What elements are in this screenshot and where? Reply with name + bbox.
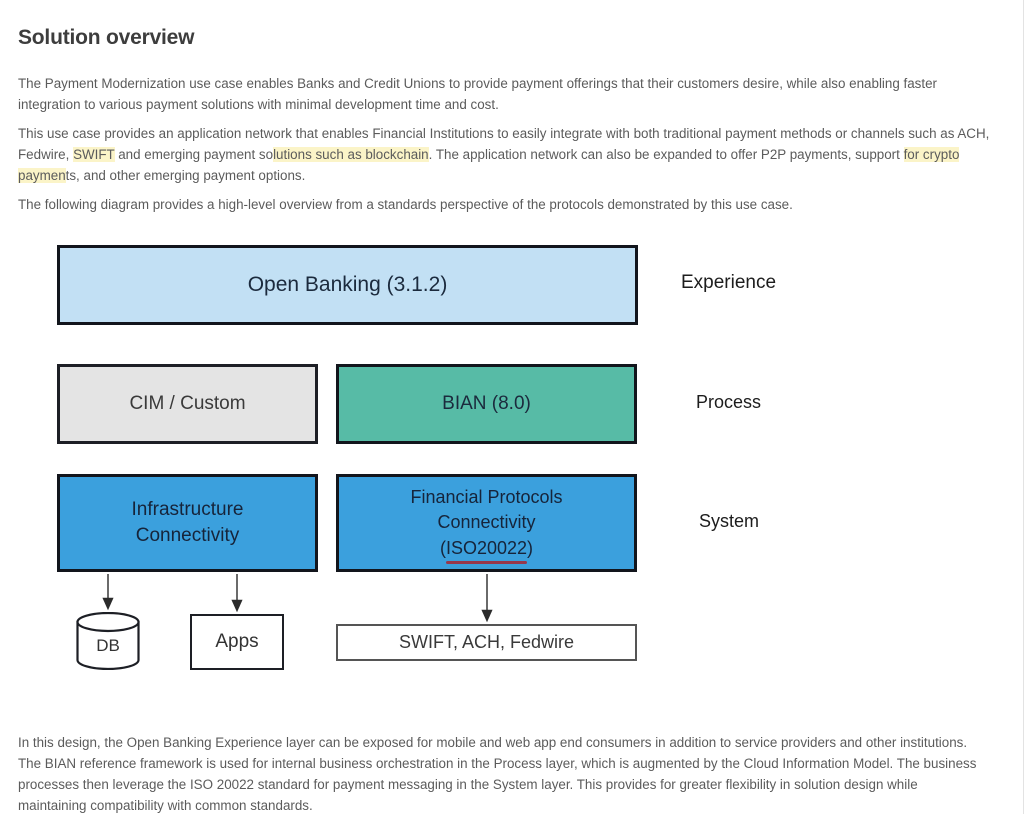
paragraph-usecase: This use case provides an application ne… <box>18 123 997 186</box>
node-infrastructure-line1: Infrastructure <box>131 498 244 520</box>
paragraph-intro: The Payment Modernization use case enabl… <box>18 76 937 113</box>
node-bian[interactable]: BIAN (8.0) <box>336 364 637 444</box>
node-financial-line1: Financial Protocols <box>410 486 563 507</box>
layer-label-process: Process <box>696 392 762 412</box>
node-cim-custom[interactable]: CIM / Custom <box>57 364 318 444</box>
node-financial-line2: Connectivity <box>437 512 536 533</box>
highlight-swift: SWIFT <box>73 147 115 163</box>
node-open-banking-label: Open Banking (3.1.2) <box>247 273 448 296</box>
node-protocols[interactable]: SWIFT, ACH, Fedwire <box>336 624 637 661</box>
paragraph-usecase-segment-3: . The application network can also be ex… <box>428 147 904 163</box>
layer-label-system: System <box>699 511 760 531</box>
paragraph-diagram-lead: The following diagram provides a high-le… <box>18 197 793 213</box>
node-infrastructure-line2: Connectivity <box>135 525 240 546</box>
node-financial-line3-iso: (ISO20022) <box>440 536 533 564</box>
paragraph-design-notes: In this design, the Open Banking Experie… <box>18 735 977 814</box>
paragraph-usecase-segment-2: and emerging payment so <box>114 147 274 163</box>
node-db[interactable]: DB <box>76 612 140 670</box>
node-bian-label: BIAN (8.0) <box>442 393 531 414</box>
node-protocols-label: SWIFT, ACH, Fedwire <box>398 632 575 652</box>
node-open-banking[interactable]: Open Banking (3.1.2) <box>57 245 638 325</box>
paragraph-usecase-segment-1: This use case provides an application ne… <box>18 126 990 163</box>
node-infrastructure-connectivity[interactable]: Infrastructure Connectivity <box>57 474 318 572</box>
highlight-blockchain: lutions such as blockchain <box>273 147 429 163</box>
paragraph-usecase-segment-4: ts, and other emerging payment options. <box>65 168 306 184</box>
node-db-label: DB <box>96 636 120 655</box>
page-title: Solution overview <box>18 26 195 50</box>
node-cim-custom-label: CIM / Custom <box>129 393 246 414</box>
node-financial-protocols-connectivity[interactable]: Financial Protocols Connectivity (ISO200… <box>336 474 637 572</box>
layer-label-experience: Experience <box>681 272 777 293</box>
node-apps-label: Apps <box>215 631 259 652</box>
node-apps[interactable]: Apps <box>190 614 284 670</box>
